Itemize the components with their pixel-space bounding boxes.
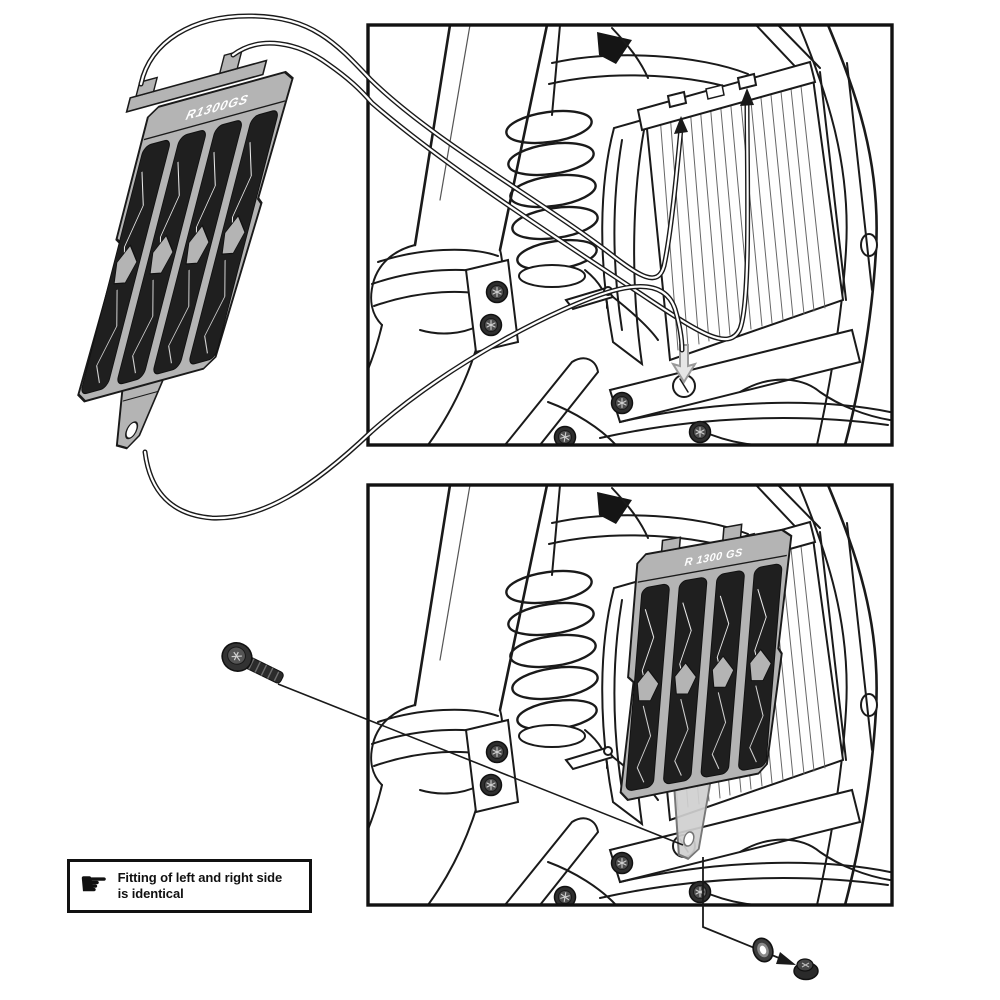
down-arrow-icon [670, 344, 698, 384]
radiator-guard-part: R1300GS [77, 49, 294, 450]
step-1-scene [326, 25, 890, 449]
radiator-guard-installed: R 1300 GS [619, 523, 793, 860]
spacer-washer [752, 937, 774, 963]
flange-nut [793, 958, 819, 981]
mounting-screw-callout [221, 642, 684, 846]
pointing-hand-icon: ☛ [79, 865, 109, 902]
step-1-panel [326, 23, 894, 449]
step-1-panel-border [366, 23, 894, 447]
mounting-screw [221, 642, 284, 684]
cable-to-bottom-mount [142, 284, 685, 521]
lower-fastener-callout [702, 857, 819, 981]
cable-leader-lines [138, 13, 754, 521]
step-2-panel: R 1300 GS [326, 483, 894, 909]
step-2-panel-border [366, 483, 894, 907]
step-2-scene: R 1300 GS [326, 485, 890, 909]
note-line-1: Fitting of left and right side [117, 870, 283, 886]
cable-to-right-tab [230, 40, 754, 342]
note-text: Fitting of left and right side is identi… [118, 870, 283, 902]
note-box: ☛ Fitting of left and right side is iden… [67, 859, 312, 913]
note-line-2: is identical [117, 886, 184, 901]
cable-to-left-tab [138, 13, 688, 281]
